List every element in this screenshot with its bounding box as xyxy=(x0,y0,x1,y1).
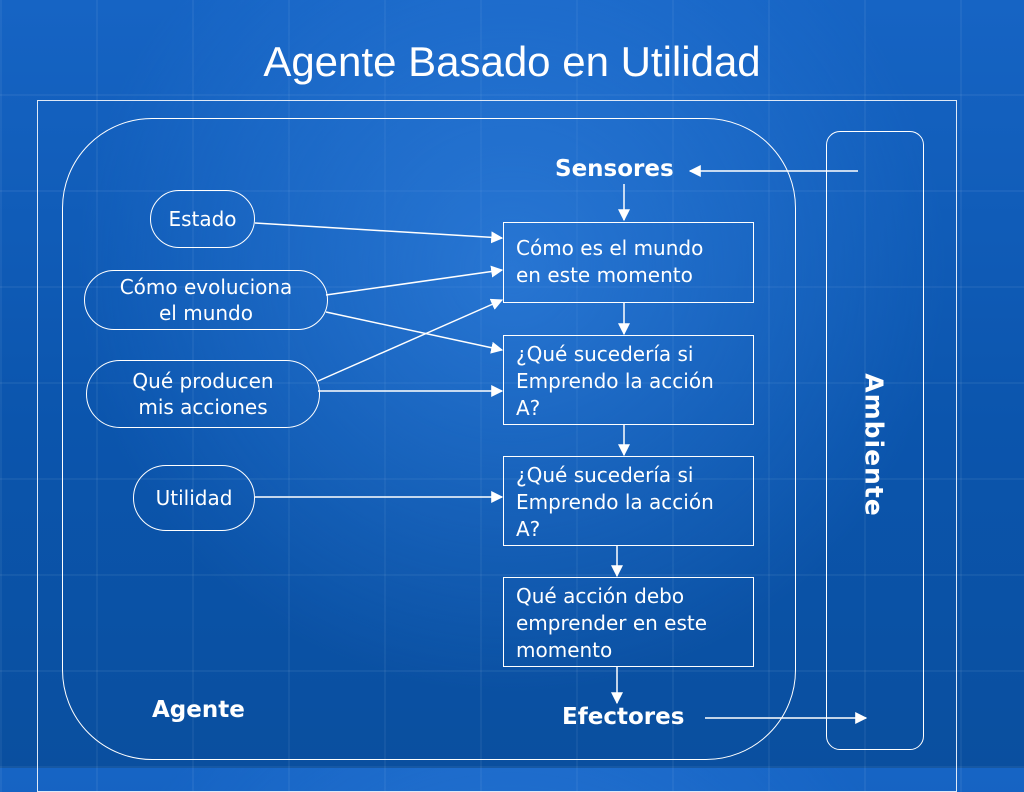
current-world-box: Cómo es el mundo en este momento xyxy=(503,222,754,303)
world-evolution-node: Cómo evoluciona el mundo xyxy=(84,270,328,330)
action-decision-line-2: emprender en este xyxy=(516,611,708,635)
action-effects-line-2: mis acciones xyxy=(138,395,268,419)
what-if-1-line-2: Emprendo la acción xyxy=(516,369,714,393)
action-decision-line-3: momento xyxy=(516,638,613,662)
action-effects-node: Qué producen mis acciones xyxy=(86,360,320,428)
what-if-box-1: ¿Qué sucedería si Emprendo la acción A? xyxy=(503,335,754,425)
current-world-line-2: en este momento xyxy=(516,263,693,287)
what-if-box-2: ¿Qué sucedería si Emprendo la acción A? xyxy=(503,456,754,546)
environment-label: Ambiente xyxy=(859,373,889,517)
action-effects-line-1: Qué producen xyxy=(132,369,274,393)
what-if-2-line-2: Emprendo la acción xyxy=(516,490,714,514)
state-node: Estado xyxy=(150,190,255,248)
what-if-2-line-3: A? xyxy=(516,517,541,541)
utility-label: Utilidad xyxy=(155,486,233,510)
agent-label: Agente xyxy=(152,697,245,723)
sensors-label: Sensores xyxy=(555,156,674,182)
effectors-label: Efectores xyxy=(562,704,685,730)
slide-title: Agente Basado en Utilidad xyxy=(263,38,761,85)
environment-bar xyxy=(826,131,924,750)
action-decision-line-1: Qué acción debo xyxy=(516,584,685,608)
world-evolution-line-2: el mundo xyxy=(159,301,253,325)
agent-boundary xyxy=(62,118,796,760)
what-if-2-line-1: ¿Qué sucedería si xyxy=(516,463,694,487)
world-evolution-line-1: Cómo evoluciona xyxy=(119,275,293,299)
what-if-1-line-3: A? xyxy=(516,396,541,420)
current-world-line-1: Cómo es el mundo xyxy=(516,236,704,260)
utility-node: Utilidad xyxy=(133,465,255,531)
what-if-1-line-1: ¿Qué sucedería si xyxy=(516,342,694,366)
state-label: Estado xyxy=(168,207,237,231)
action-decision-box: Qué acción debo emprender en este moment… xyxy=(503,577,754,667)
